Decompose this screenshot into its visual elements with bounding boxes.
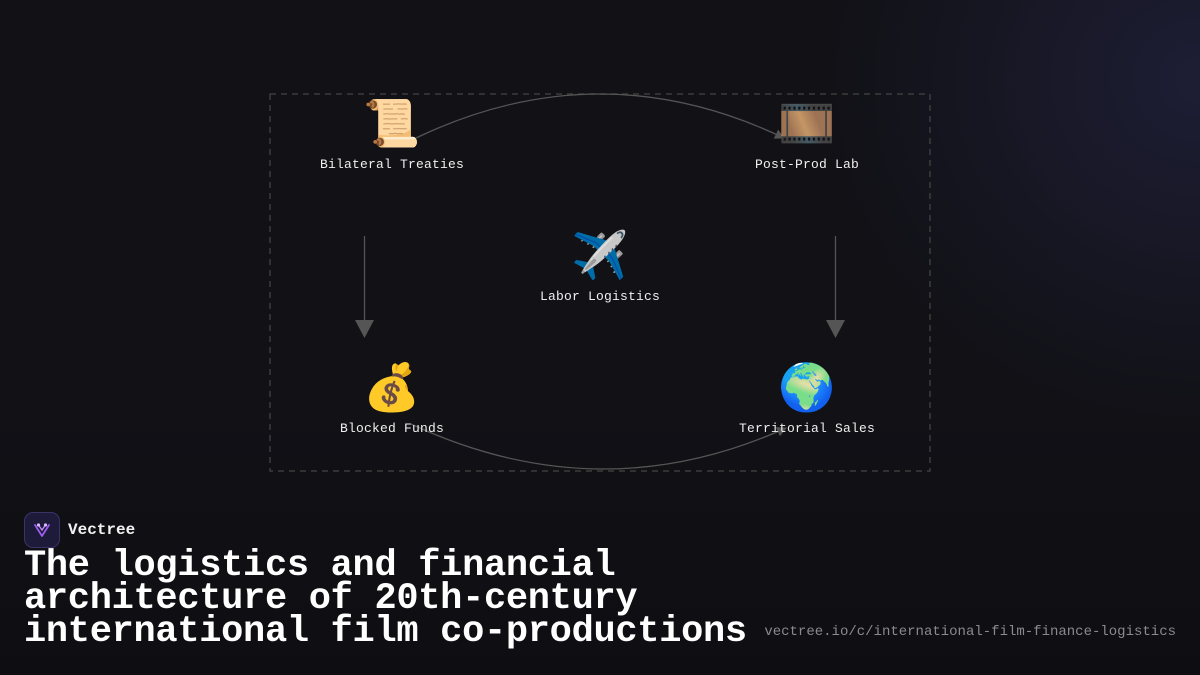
node-labor-logistics: ✈️ Labor Logistics	[500, 227, 700, 304]
edge-treaties-to-funds-arrowhead	[355, 320, 374, 338]
edge-treaties-to-postprod	[415, 93, 785, 139]
node-blocked-funds: 💰 Blocked Funds	[292, 359, 492, 436]
node-label: Blocked Funds	[339, 421, 445, 436]
airplane-icon: ✈️	[571, 228, 629, 282]
node-bilateral-treaties: 📜 Bilateral Treaties	[292, 95, 492, 172]
scroll-icon: 📜	[363, 96, 421, 150]
flow-diagram: 📜 Bilateral Treaties 🎞️ Post-Prod Lab ✈️…	[269, 93, 931, 472]
vectree-logo-icon	[24, 512, 60, 548]
globe-icon: 🌍	[778, 360, 836, 414]
edge-postprod-to-sales-arrowhead	[826, 320, 845, 338]
page-title: The logistics and financial architecture…	[24, 545, 747, 653]
node-label: Bilateral Treaties	[319, 157, 465, 172]
brand[interactable]: Vectree	[24, 512, 135, 548]
node-post-prod-lab: 🎞️ Post-Prod Lab	[707, 95, 907, 172]
film-frames-icon: 🎞️	[778, 96, 836, 150]
node-territorial-sales: 🌍 Territorial Sales	[707, 359, 907, 436]
node-label: Post-Prod Lab	[754, 157, 860, 172]
source-url[interactable]: vectree.io/c/international-film-finance-…	[764, 624, 1176, 640]
node-label: Labor Logistics	[539, 289, 661, 304]
edge-funds-to-sales	[410, 423, 787, 470]
node-label: Territorial Sales	[738, 421, 876, 436]
diagram-connectors	[269, 93, 931, 472]
brand-name: Vectree	[68, 521, 136, 539]
money-bag-icon: 💰	[363, 360, 421, 414]
